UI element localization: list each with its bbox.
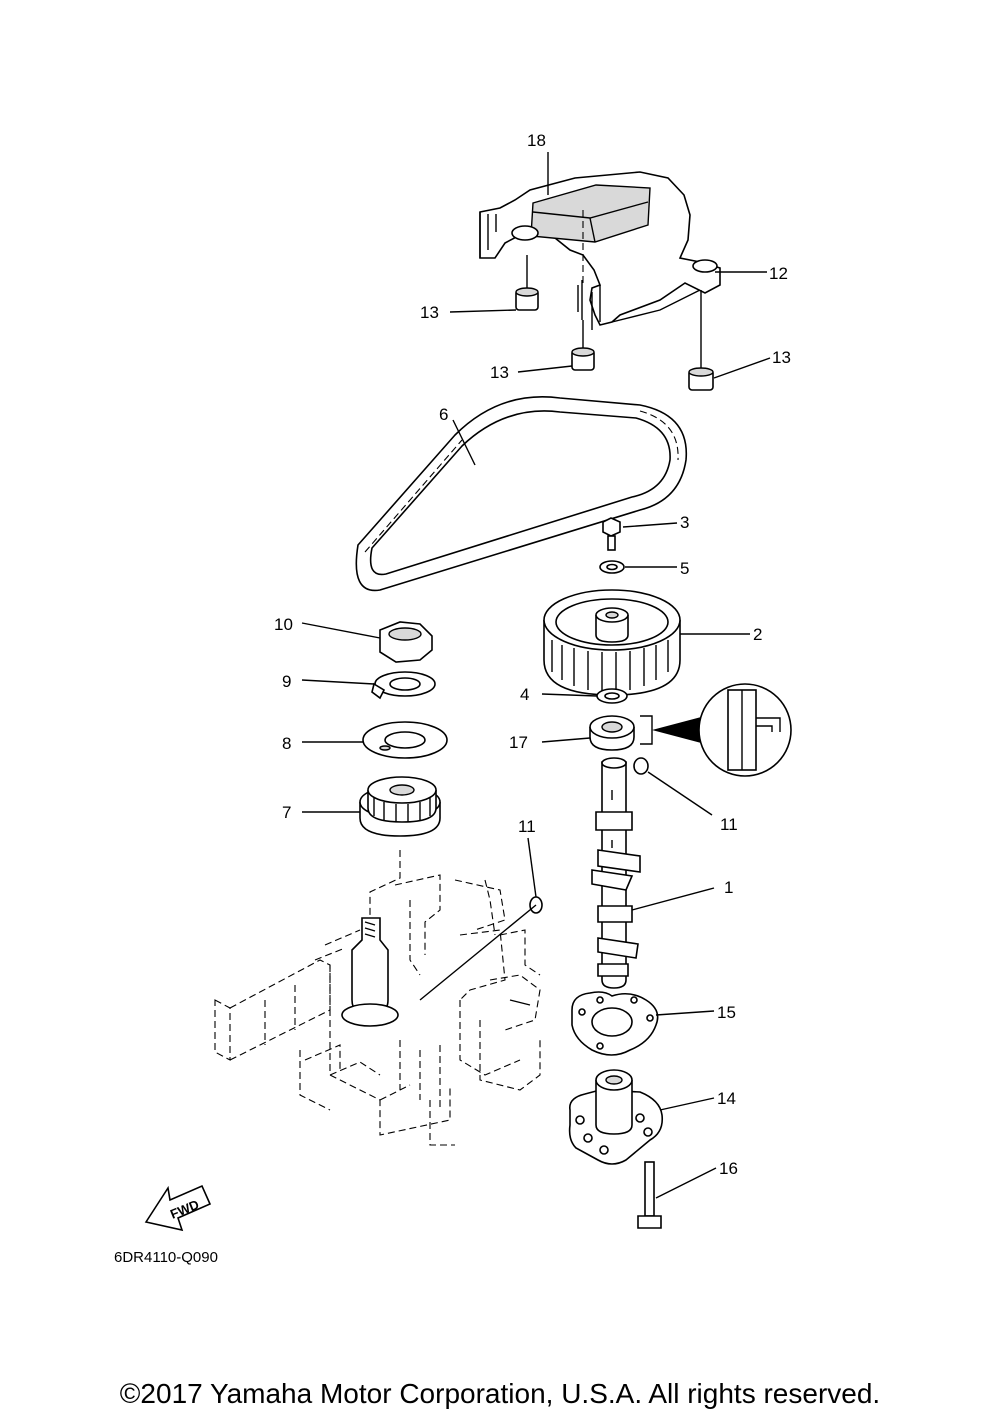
grommet-13b [571, 320, 595, 371]
dowel-pin-11-right [633, 757, 649, 775]
drive-pulley-7 [359, 776, 441, 837]
callout-10: 10 [274, 615, 293, 634]
callout-5: 5 [680, 559, 689, 578]
washer-4 [596, 688, 628, 704]
gasket-15 [571, 991, 659, 1056]
forward-arrow-icon: FWD [144, 1184, 212, 1232]
bolt-16 [637, 1161, 662, 1229]
callout-13c: 13 [772, 348, 791, 367]
oil-seal-detail-inset [640, 683, 792, 777]
callout-16: 16 [719, 1159, 738, 1178]
callout-17: 17 [509, 733, 528, 752]
callout-6: 6 [439, 405, 448, 424]
callout-11-left: 11 [518, 817, 536, 836]
camshaft-pulley-2 [543, 589, 681, 696]
callout-1: 1 [724, 878, 733, 897]
callout-15: 15 [717, 1003, 736, 1022]
washer-5 [599, 560, 625, 574]
callout-14: 14 [717, 1089, 736, 1108]
callout-13a: 13 [420, 303, 439, 322]
callout-2: 2 [753, 625, 762, 644]
lock-washer-9 [371, 671, 436, 700]
camshaft-1 [591, 757, 641, 989]
callout-11-right: 11 [720, 815, 738, 834]
copyright-notice: ©2017 Yamaha Motor Corporation, U.S.A. A… [119, 1378, 881, 1409]
timing-belt-cover [479, 171, 721, 330]
timing-belt [355, 396, 688, 592]
callout-9: 9 [282, 672, 291, 691]
grommet-13c [688, 290, 714, 391]
callout-8: 8 [282, 734, 291, 753]
callout-7: 7 [282, 803, 291, 822]
bolt-3 [602, 517, 621, 551]
oil-pump-14 [568, 1069, 664, 1165]
callout-12: 12 [769, 264, 788, 283]
leader-lines [301, 152, 771, 1199]
callout-3: 3 [680, 513, 689, 532]
nut-10 [379, 621, 433, 663]
callout-13b: 13 [490, 363, 509, 382]
drawing-code: 6DR4110-Q090 [114, 1249, 218, 1266]
callout-4: 4 [520, 685, 529, 704]
crankcase-reference [214, 850, 541, 1146]
oil-seal-17 [589, 715, 635, 751]
callout-labels: 18 12 13 13 13 6 3 5 2 10 9 4 17 8 7 11 … [274, 131, 791, 1178]
plate-8 [362, 721, 448, 759]
grommet-13a [515, 255, 539, 311]
callout-18: 18 [527, 131, 546, 150]
